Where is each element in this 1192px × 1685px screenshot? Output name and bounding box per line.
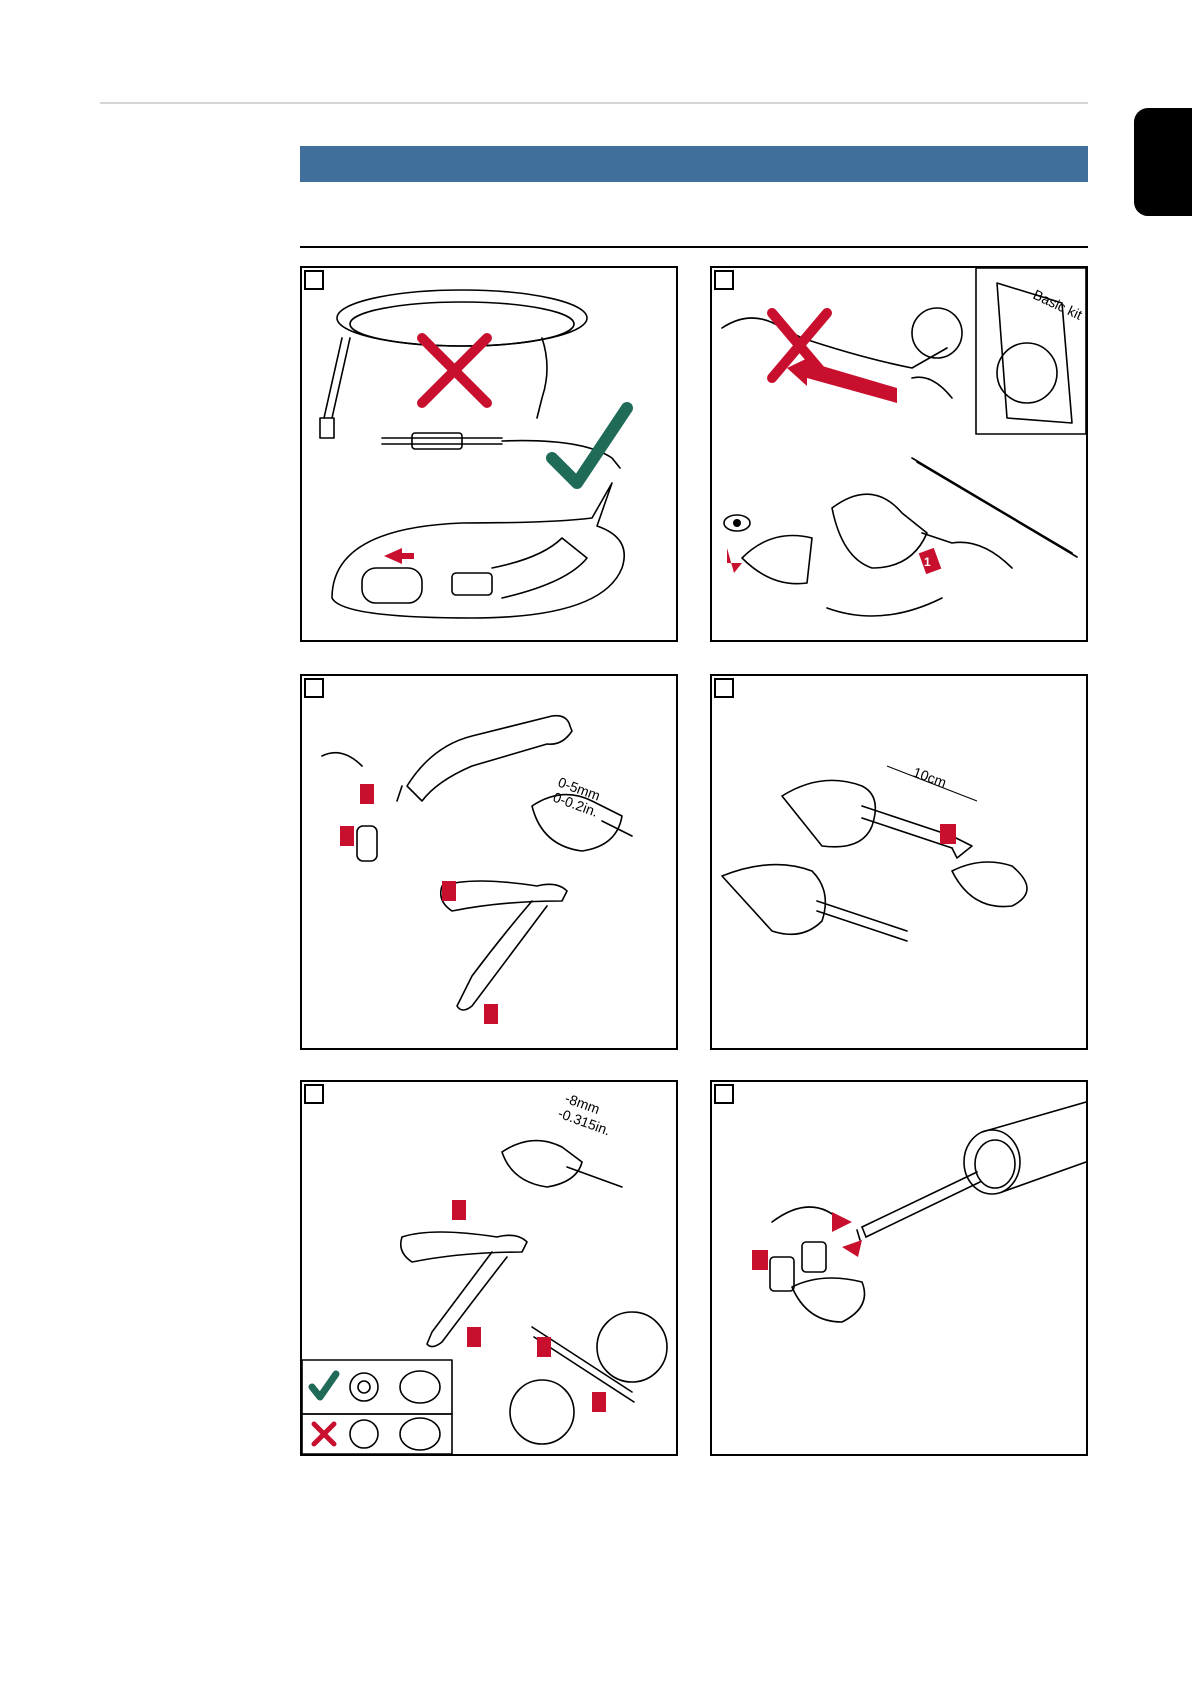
step-panel-4: 10cm <box>710 674 1088 1050</box>
cross-icon <box>422 338 487 403</box>
kit-label: Basic kit <box>1031 286 1085 323</box>
liner-nut-illustration <box>712 1082 1086 1454</box>
step-arrow-icon <box>940 824 956 844</box>
step-arrow-icon <box>727 548 742 573</box>
header-rule <box>100 102 1088 104</box>
section-rule <box>300 246 1088 248</box>
step-arrow-icon <box>752 1250 768 1270</box>
checkmark-icon <box>552 408 627 483</box>
liner-measure-illustration: 10cm <box>712 676 1086 1048</box>
chapter-tab <box>1134 108 1192 216</box>
step-arrow-icon <box>787 356 897 403</box>
step-panel-3: 0-5mm 0-0.2in. <box>300 674 678 1050</box>
step-arrow-icon <box>442 881 456 901</box>
step-panel-2: Basic kit 1 <box>710 266 1088 642</box>
torch-illustration <box>302 268 676 640</box>
step-arrow-icon <box>832 1212 852 1232</box>
step-arrow-icon <box>592 1392 606 1412</box>
liner-cut-illustration: -8mm -0.315in. <box>302 1082 676 1454</box>
step-arrow-icon <box>384 548 414 564</box>
step-arrow-icon <box>537 1337 551 1357</box>
step-arrow-icon <box>360 784 374 804</box>
checkmark-icon <box>312 1374 336 1397</box>
cross-icon <box>314 1424 334 1444</box>
step-panel-6 <box>710 1080 1088 1456</box>
step-arrow-icon <box>340 826 354 846</box>
section-heading-bar <box>300 146 1088 182</box>
torch-neck-illustration: 0-5mm 0-0.2in. <box>302 676 676 1048</box>
svg-text:1: 1 <box>924 555 931 569</box>
eye-icon <box>724 515 750 531</box>
step-arrow-icon <box>484 1004 498 1024</box>
step-arrow-icon <box>842 1240 862 1257</box>
step-arrow-icon <box>452 1200 466 1220</box>
step-panel-1 <box>300 266 678 642</box>
step-arrow-icon <box>467 1327 481 1347</box>
liner-removal-illustration: Basic kit 1 <box>712 268 1086 640</box>
step-panel-5: -8mm -0.315in. <box>300 1080 678 1456</box>
